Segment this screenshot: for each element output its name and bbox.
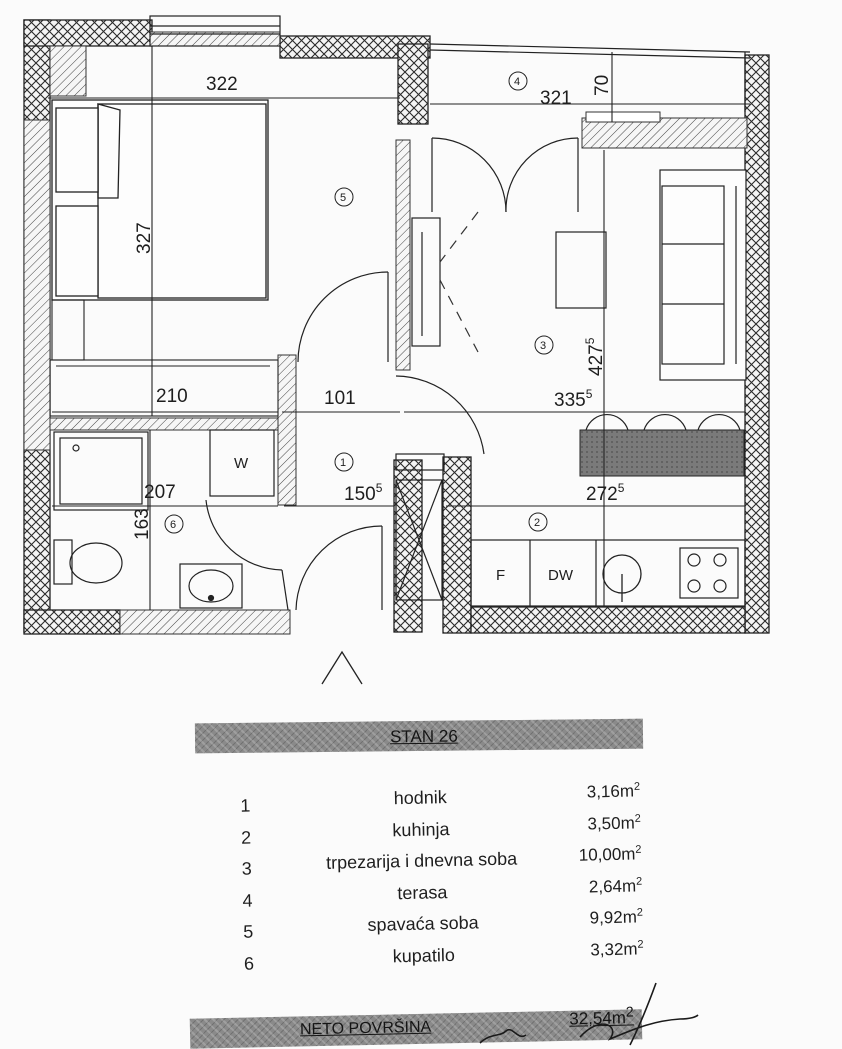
cooktop-icon <box>679 547 739 599</box>
dim-closet-width: 210 <box>156 386 188 407</box>
room-area-value: 3,32m <box>590 938 638 960</box>
room-area-value: 3,16m <box>586 781 635 802</box>
washbasin-icon <box>179 563 243 609</box>
washer-label: W <box>234 455 249 472</box>
bathroom-door-icon <box>205 499 289 611</box>
room-area: 3,32m2 <box>590 938 644 960</box>
coffee-table-icon <box>555 231 607 309</box>
dim-bedroom-width: 322 <box>206 74 238 95</box>
net-area-label: NETO POVRŠINA <box>299 1018 432 1039</box>
wardrobe-icon <box>49 299 279 417</box>
room-marker-3: 3 <box>534 335 554 355</box>
entrance-arrow-icon <box>321 650 363 685</box>
room-number: 6 <box>243 953 255 974</box>
terrace-railing <box>429 43 751 112</box>
dim-living-width: 3355 <box>554 387 593 411</box>
dim-kitchen-width-sup: 5 <box>618 481 625 495</box>
room-area: 3,16m2 <box>587 781 641 803</box>
room-area: 3,50m2 <box>587 812 641 834</box>
signature-icon <box>479 982 699 1046</box>
room-name: spavaća soba <box>367 912 479 935</box>
dim-living-width-main: 335 <box>554 390 586 411</box>
fridge-label: F <box>496 567 505 584</box>
dim-kitchen-width: 2725 <box>586 481 625 505</box>
bar-counter-icon <box>579 414 745 477</box>
room-area-unit-exp: 2 <box>635 843 642 856</box>
dim-terrace-depth: 70 <box>592 75 613 96</box>
partition-walls <box>23 31 748 635</box>
washer-box <box>209 429 275 497</box>
dishwasher-label: DW <box>548 567 574 584</box>
floor-plan: 322 321 70 327 4275 210 101 3355 207 163… <box>23 15 770 685</box>
room-area: 10,00m2 <box>579 844 642 866</box>
dim-bedroom-depth: 327 <box>134 222 155 254</box>
dim-hall-depth-main: 150 <box>344 484 376 505</box>
room-name: trpezarija i dnevna soba <box>325 848 518 873</box>
dim-bath-width: 207 <box>144 482 176 503</box>
room-marker-4: 4 <box>508 71 528 91</box>
svg-text:5: 5 <box>340 192 346 204</box>
room-number: 3 <box>241 858 253 879</box>
dim-bath-depth: 163 <box>132 508 153 540</box>
tall-cabinet-icon <box>411 217 441 347</box>
room-area: 9,92m2 <box>589 907 643 929</box>
bedroom-door-icon <box>297 271 389 363</box>
toilet-icon <box>53 539 123 585</box>
room-area-value: 10,00m <box>578 844 636 865</box>
room-name: hodnik <box>393 787 447 809</box>
apartment-title-banner: STAN 26 <box>194 718 644 754</box>
room-name: kuhinja <box>392 818 450 840</box>
dim-hall-depth-sup: 5 <box>376 481 383 495</box>
room-area-unit-exp: 2 <box>637 938 644 951</box>
double-bed-icon <box>51 99 269 301</box>
dim-living-width-sup: 5 <box>586 387 593 401</box>
bathtub-icon <box>53 431 149 511</box>
room-schedule: 1 hodnik 3,16m2 2 kuhinja 3,50m2 3 trpez… <box>230 780 654 978</box>
svg-text:3: 3 <box>540 340 546 352</box>
kitchen-counter-icon <box>470 539 746 607</box>
dim-living-depth: 4275 <box>583 337 607 376</box>
room-number: 2 <box>240 827 252 848</box>
room-marker-1: 1 <box>334 452 354 472</box>
apartment-title: STAN 26 <box>389 726 458 747</box>
room-name: kupatilo <box>392 944 456 966</box>
svg-text:4: 4 <box>514 76 520 88</box>
room-marker-5: 5 <box>334 187 354 207</box>
room-marker-2: 2 <box>528 512 548 532</box>
svg-text:4275: 4275 <box>583 337 607 376</box>
dim-living-depth-main: 427 <box>586 344 607 376</box>
dim-terrace-width: 321 <box>540 88 572 109</box>
room-area-unit-exp: 2 <box>633 780 641 793</box>
dimension-lines <box>48 46 750 610</box>
dim-hall-width: 101 <box>324 388 356 409</box>
room-area-unit-exp: 2 <box>636 906 644 919</box>
room-area-value: 3,50m <box>587 812 635 834</box>
svg-text:1: 1 <box>340 457 346 469</box>
dim-kitchen-width-main: 272 <box>586 484 618 505</box>
exterior-walls <box>23 19 770 635</box>
room-number: 5 <box>242 921 254 942</box>
room-area: 2,64m2 <box>589 875 643 897</box>
room-area-value: 2,64m <box>588 875 637 897</box>
hall-door-icon <box>395 375 485 471</box>
dashed-swing <box>439 211 479 353</box>
bedroom-window <box>149 15 281 47</box>
sofa-icon <box>659 169 747 381</box>
entrance-door-icon <box>295 525 383 611</box>
svg-text:6: 6 <box>170 519 176 531</box>
coat-closet-icon <box>395 479 443 601</box>
room-area-value: 9,92m <box>589 907 638 928</box>
room-area-unit-exp: 2 <box>634 812 641 825</box>
sink-icon <box>602 554 642 602</box>
living-door-icon <box>431 137 579 213</box>
room-area-unit-exp: 2 <box>635 875 643 888</box>
dim-hall-depth: 1505 <box>344 481 383 505</box>
dim-living-depth-sup: 5 <box>583 337 597 344</box>
svg-text:2: 2 <box>534 517 540 529</box>
room-marker-6: 6 <box>164 514 184 534</box>
room-name: terasa <box>397 881 448 903</box>
room-number: 4 <box>242 890 253 911</box>
room-number: 1 <box>240 795 251 816</box>
